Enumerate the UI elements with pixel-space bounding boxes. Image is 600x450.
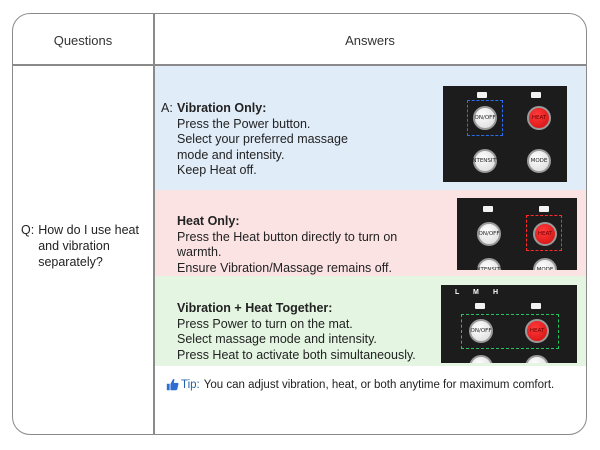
led-indicator: [539, 206, 549, 212]
question-cell: Q: How do I use heat and vibration separ…: [21, 222, 149, 270]
intensity-button: INTENSITY: [471, 149, 499, 173]
faq-table: Questions Answers Q: How do I use heat a…: [12, 13, 587, 435]
level-label: L: [455, 289, 460, 296]
answer-line: Press Heat to activate both simultaneous…: [177, 347, 416, 362]
onoff-button: ON/OFF: [469, 319, 493, 343]
mode-button: MODE: [533, 258, 557, 270]
highlight-box: [526, 215, 562, 251]
answer-line: Select massage mode and intensity.: [177, 332, 377, 347]
led-indicator: [531, 92, 541, 98]
mode-button: MODE: [525, 355, 549, 363]
led-indicator: [531, 303, 541, 309]
column-divider: [153, 14, 155, 434]
led-indicator: [477, 92, 487, 98]
highlight-box: [461, 314, 559, 349]
answer-line: Select your preferred massage: [177, 132, 348, 147]
tip-row: Tip: You can adjust vibration, heat, or …: [166, 378, 554, 391]
heat-button: HEAT: [525, 319, 549, 343]
thumbs-up-icon: [166, 379, 179, 391]
answer-prefix: A:: [161, 101, 173, 115]
tip-label: Tip:: [181, 378, 200, 391]
answer-vibration-heat: Vibration + Heat Together: Press Power t…: [155, 276, 586, 366]
answer-line: Press the Power button.: [177, 116, 311, 131]
answer-line: Press the Heat button directly to turn o…: [177, 229, 398, 244]
heat-button: HEAT: [533, 222, 557, 246]
header-divider: [13, 64, 586, 66]
intensity-button: INTENSITY: [469, 355, 493, 363]
level-label: H: [493, 289, 499, 296]
level-label: M: [473, 289, 479, 296]
questions-header: Questions: [53, 33, 113, 48]
answer-line: Press Power to turn on the mat.: [177, 316, 353, 331]
answer-title: Vibration Only:: [177, 101, 267, 115]
answer-heat-only: Heat Only: Press the Heat button directl…: [155, 190, 586, 276]
question-prefix: Q:: [21, 223, 35, 237]
onoff-button: ON/OFF: [477, 222, 501, 246]
highlight-box: [467, 100, 503, 136]
answer-line: Ensure Vibration/Massage remains off.: [177, 260, 392, 275]
intensity-button: INTENSITY: [475, 258, 503, 270]
tip-text: You can adjust vibration, heat, or both …: [203, 378, 555, 391]
answer-text: A: Vibration Only: Press the Power button…: [161, 101, 421, 179]
answer-vibration-only: A: Vibration Only: Press the Power button…: [155, 66, 586, 190]
controller-image: L M H ON/OFF HEAT INTENSITY MODE: [441, 285, 577, 363]
answer-title: Heat Only:: [177, 214, 240, 228]
led-indicator: [475, 303, 485, 309]
mode-button: MODE: [527, 149, 551, 173]
controller-image: ON/OFF HEAT INTENSITY MODE: [457, 198, 577, 270]
controller-image: ON/OFF HEAT INTENSITY MODE: [443, 86, 567, 182]
answer-line: Keep Heat off.: [177, 163, 257, 178]
heat-button: HEAT: [527, 106, 551, 130]
led-indicator: [483, 206, 493, 212]
question-text: How do I use heat and vibration separate…: [38, 223, 139, 269]
answer-title: Vibration + Heat Together:: [177, 301, 333, 315]
answer-line: mode and intensity.: [177, 147, 285, 162]
onoff-button: ON/OFF: [473, 106, 497, 130]
answer-line: warmth.: [177, 245, 222, 260]
answer-text: Heat Only: Press the Heat button directl…: [177, 214, 437, 276]
answer-text: Vibration + Heat Together: Press Power t…: [177, 301, 437, 363]
answers-header: Answers: [345, 33, 395, 48]
